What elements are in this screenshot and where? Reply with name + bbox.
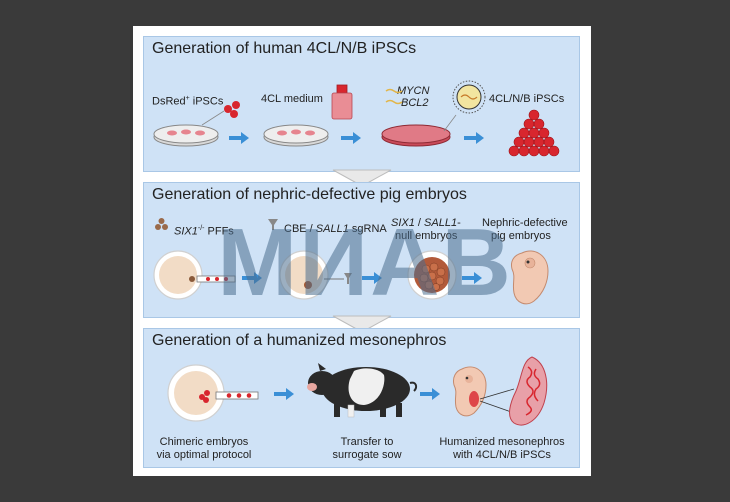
petri-dish-icon xyxy=(263,124,329,147)
arrow-icon xyxy=(274,388,294,400)
mesonephros-icon xyxy=(509,356,548,426)
pipette-icon xyxy=(215,391,259,400)
panel-title: Generation of a humanized mesonephros xyxy=(152,332,447,349)
ipsc-colony-icon xyxy=(508,109,560,157)
sgrna-icon xyxy=(268,219,278,230)
label-bcl2: BCL2 xyxy=(401,97,429,109)
panel-humanized-mesonephros: Generation of a humanized mesonephros Ch… xyxy=(143,328,580,468)
label-nephric-defective-1: Nephric-defective xyxy=(482,217,568,229)
chimeric-fetus-icon xyxy=(453,366,487,417)
panel-title: Generation of nephric-defective pig embr… xyxy=(152,186,467,203)
label-4cl-medium: 4CL medium xyxy=(261,93,323,105)
pipette-icon xyxy=(196,275,236,283)
medium-bottle-icon xyxy=(331,84,353,120)
petri-dish-icon xyxy=(381,124,451,147)
null-embryo-icon xyxy=(407,250,457,300)
gene-icon xyxy=(385,99,403,105)
panel1-illustration xyxy=(153,80,560,157)
label-humanized-2: with 4CL/N/B iPSCs xyxy=(453,449,551,461)
panel-title: Generation of human 4CL/N/B iPSCs xyxy=(152,40,417,57)
cell-cluster-icon xyxy=(224,101,240,118)
label-humanized-1: Humanized mesonephros xyxy=(439,436,565,448)
arrow-icon xyxy=(464,132,484,144)
petri-dish-icon xyxy=(153,124,219,147)
label-cbe-sgrna: CBE / SALL1 sgRNA xyxy=(284,223,387,235)
arrow-icon xyxy=(362,272,382,284)
arrow-icon xyxy=(229,132,249,144)
arrow-icon xyxy=(462,272,482,284)
label-null-embryos-1: SIX1 / SALL1- xyxy=(391,217,461,229)
pig-embryo-icon xyxy=(511,250,549,305)
arrow-icon xyxy=(420,388,440,400)
label-transfer-2: surrogate sow xyxy=(332,449,402,461)
oocyte-icon xyxy=(279,250,329,300)
label-4cl-nb-ipscs: 4CL/N/B iPSCs xyxy=(489,93,565,105)
graphical-abstract: Generation of human 4CL/N/B iPSCs DsRed+… xyxy=(133,26,591,476)
label-mycn: MYCN xyxy=(397,85,430,97)
fibroblast-cells-icon xyxy=(155,218,168,230)
oocyte-icon xyxy=(153,250,203,300)
injection-icon xyxy=(344,273,352,284)
virus-icon xyxy=(452,80,486,114)
label-transfer-1: Transfer to xyxy=(340,436,394,448)
label-chimeric-embryos-1: Chimeric embryos xyxy=(159,436,249,448)
label-dsred-ipscs: DsRed+ iPSCs xyxy=(152,95,224,108)
label-nephric-defective-2: pig embryos xyxy=(491,230,551,242)
panel-ipsc-generation: Generation of human 4CL/N/B iPSCs DsRed+… xyxy=(143,36,580,172)
arrow-icon xyxy=(242,272,262,284)
panel3-illustration xyxy=(167,356,548,426)
pig-icon xyxy=(307,363,418,418)
gene-icon xyxy=(385,88,403,94)
panel-pig-embryo-generation: Generation of nephric-defective pig embr… xyxy=(143,182,580,318)
chimeric-embryo-icon xyxy=(167,364,225,422)
panel2-illustration xyxy=(153,218,549,305)
arrow-icon xyxy=(341,132,361,144)
label-chimeric-embryos-2: via optimal protocol xyxy=(156,449,252,461)
label-null-embryos-2: null embryos xyxy=(395,230,458,242)
label-six1-pffs: SIX1-/- PFFs xyxy=(174,225,234,238)
